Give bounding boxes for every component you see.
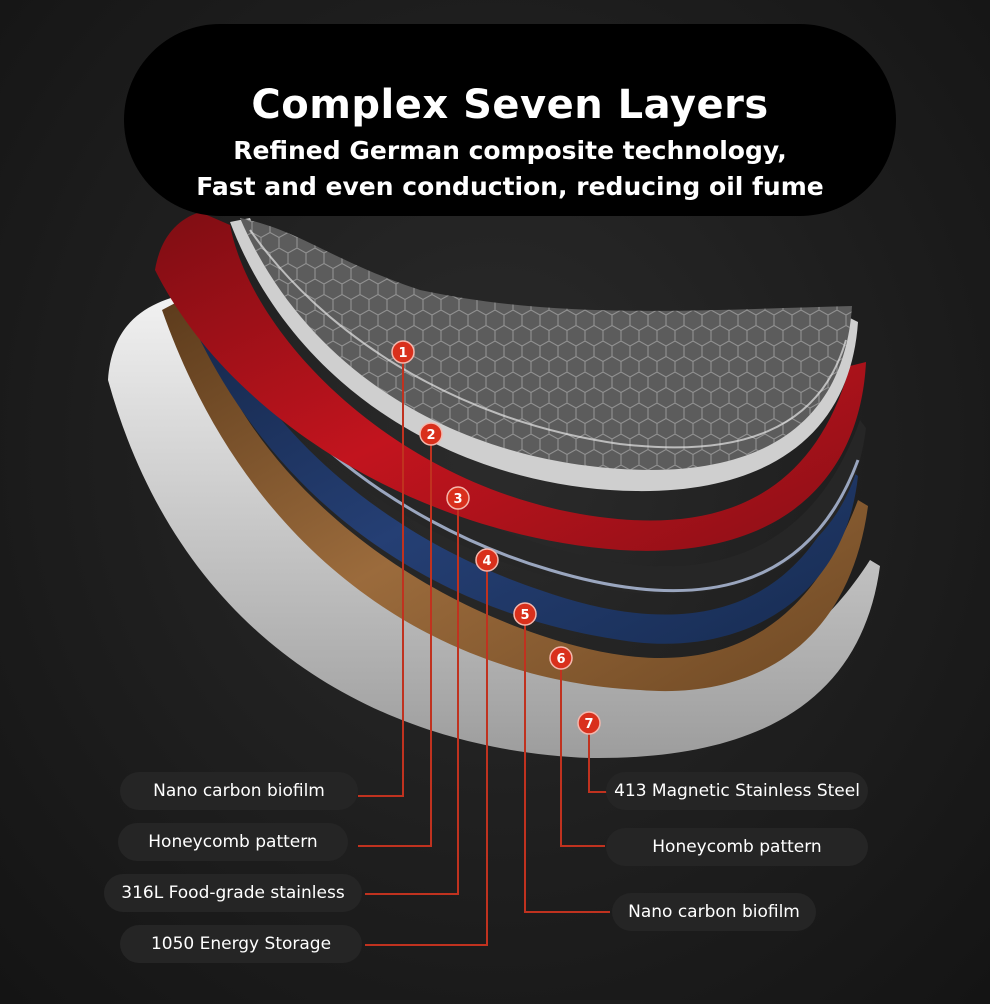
layer-marker-number: 5 — [520, 608, 529, 623]
layer-marker-3: 3 — [446, 486, 470, 510]
layer-3-red — [155, 212, 866, 551]
banner-subtitle-line1: Refined German composite technology, — [233, 136, 787, 165]
title-banner: Complex Seven Layers Refined German comp… — [124, 24, 896, 216]
layer-marker-number: 4 — [482, 554, 491, 569]
leader-lines — [358, 352, 610, 946]
label-right-2: Honeycomb pattern — [606, 828, 868, 866]
layer-markers: 1 2 3 4 5 6 7 — [391, 340, 601, 735]
layer-5-blue — [182, 290, 858, 644]
layer-marker-5: 5 — [513, 602, 537, 626]
layer-marker-1: 1 — [391, 340, 415, 364]
layer-marker-4: 4 — [475, 548, 499, 572]
layer-marker-number: 7 — [584, 717, 593, 732]
label-right-1: 413 Magnetic Stainless Steel — [606, 772, 868, 810]
label-left-1: Nano carbon biofilm — [120, 772, 358, 810]
label-left-2: Honeycomb pattern — [118, 823, 348, 861]
banner-subtitle-line2: Fast and even conduction, reducing oil f… — [196, 172, 824, 201]
layer-marker-6: 6 — [549, 646, 573, 670]
layer-marker-number: 6 — [556, 652, 565, 667]
layer-marker-7: 7 — [577, 711, 601, 735]
label-left-4: 1050 Energy Storage — [120, 925, 362, 963]
layer-6-bronze — [162, 292, 868, 692]
banner-title: Complex Seven Layers — [251, 82, 769, 128]
layer-marker-number: 3 — [453, 492, 462, 507]
layer-marker-2: 2 — [419, 422, 443, 446]
layer-marker-number: 1 — [398, 346, 407, 361]
layer-marker-number: 2 — [426, 428, 435, 443]
label-left-3: 316L Food-grade stainless — [104, 874, 362, 912]
layer-7-outer-steel — [108, 292, 880, 759]
label-right-3: Nano carbon biofilm — [612, 893, 816, 931]
